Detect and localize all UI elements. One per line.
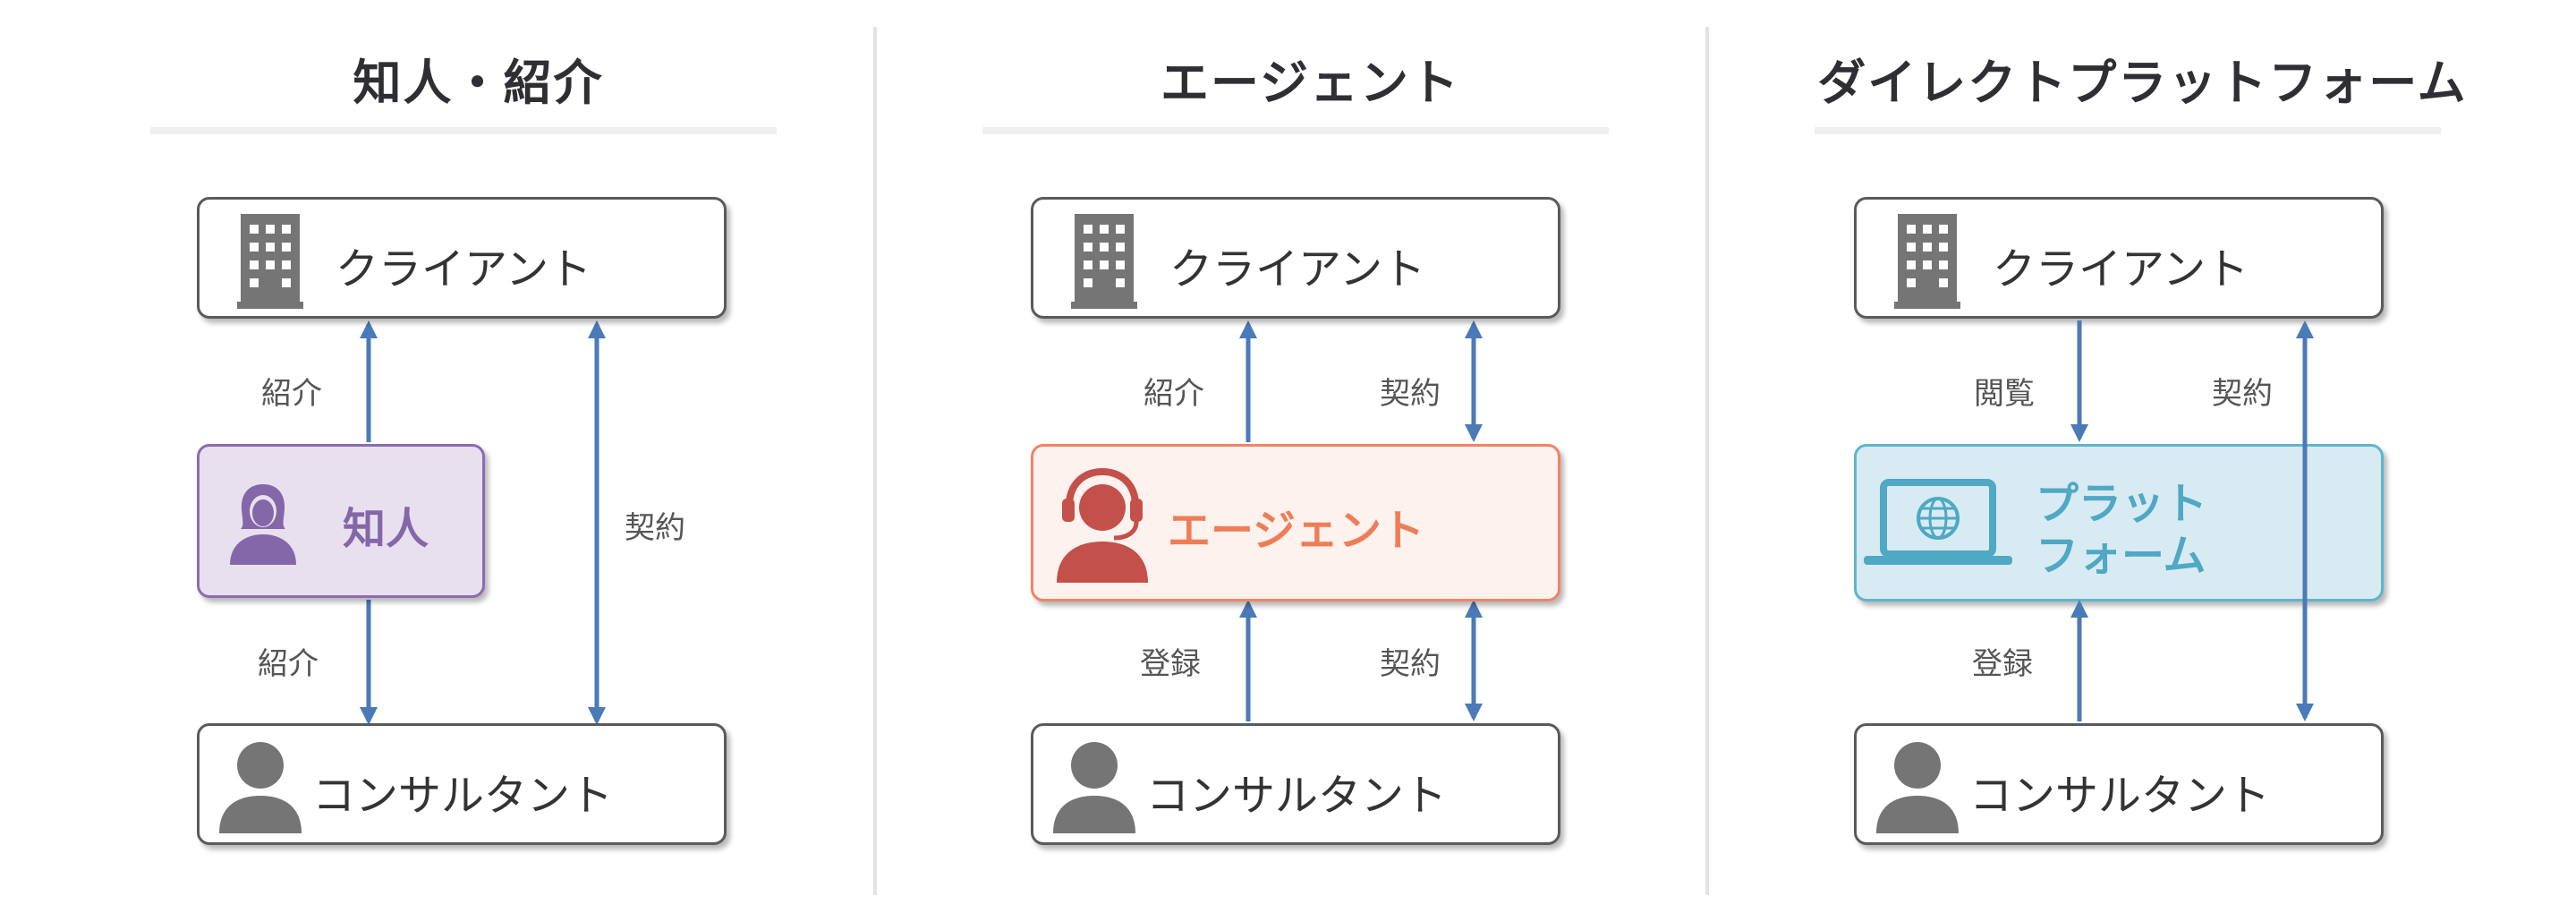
arrow-layer [360,320,606,725]
agent-label: エージェント [1168,506,1425,556]
arrow-layer [2070,320,2314,721]
consultant-box: コンサルタント [1854,723,2384,845]
acquaintance-label: 知人 [343,504,429,554]
person-icon [219,742,302,833]
client-box: クライアント [1031,197,1560,319]
platform-label-line1: プラット [2036,479,2208,529]
person-icon [1053,742,1135,833]
consultant-label: コンサルタント [312,771,614,821]
building-icon [1894,214,1960,309]
edge-label-register: 登録 [1140,646,1201,682]
client-box: クライアント [197,197,727,319]
consultant-box: コンサルタント [197,723,727,845]
panel-title: エージェント [1160,55,1460,111]
edge-label-contract: 契約 [1380,646,1441,682]
arrow-layer [1239,320,1483,721]
edge-label-register: 登録 [1972,646,2033,682]
building-icon [1071,214,1137,309]
edge-label-introduce: 紹介 [258,646,319,682]
person-icon [1876,742,1959,833]
laptop-globe-icon [1864,479,2012,565]
title-underline [982,127,1609,134]
panel-divider [1705,27,1709,895]
panel-title: ダイレクトプラットフォーム [1817,55,2468,111]
platform-box: プラット フォーム [1854,444,2384,602]
edge-label-browse: 閲覧 [1974,376,2035,412]
consultant-label: コンサルタント [1146,771,1448,821]
client-label: クライアント [1169,244,1426,294]
client-label: クライアント [336,244,592,294]
edge-label-contract: 契約 [625,510,685,546]
title-underline [150,127,777,134]
panel-title: 知人・紹介 [353,55,604,111]
platform-label-line2: フォーム [2036,531,2206,581]
client-box: クライアント [1854,197,2384,319]
panel-direct-platform: ダイレクトプラットフォーム クライアント プラット フォーム [1664,0,2522,913]
building-icon [237,214,303,309]
acquaintance-box: 知人 [197,444,485,598]
consultant-box: コンサルタント [1031,723,1560,845]
title-underline [1815,127,2441,134]
edge-label-introduce: 紹介 [1143,376,1204,412]
headset-agent-icon [1057,468,1148,583]
client-label: クライアント [1993,244,2249,294]
panel-acquaintance: 知人・紹介 紹介 紹介 契約 クライアント [0,0,858,913]
panel-agent: エージェント 紹介 契約 登録 契約 クライアント [832,0,1690,913]
woman-icon [230,484,296,565]
edge-label-contract: 契約 [2212,376,2273,412]
agent-box: エージェント [1031,444,1560,602]
edge-label-introduce: 紹介 [261,376,322,412]
consultant-label: コンサルタント [1969,771,2271,821]
edge-label-contract: 契約 [1380,376,1441,412]
panel-divider [873,27,877,895]
